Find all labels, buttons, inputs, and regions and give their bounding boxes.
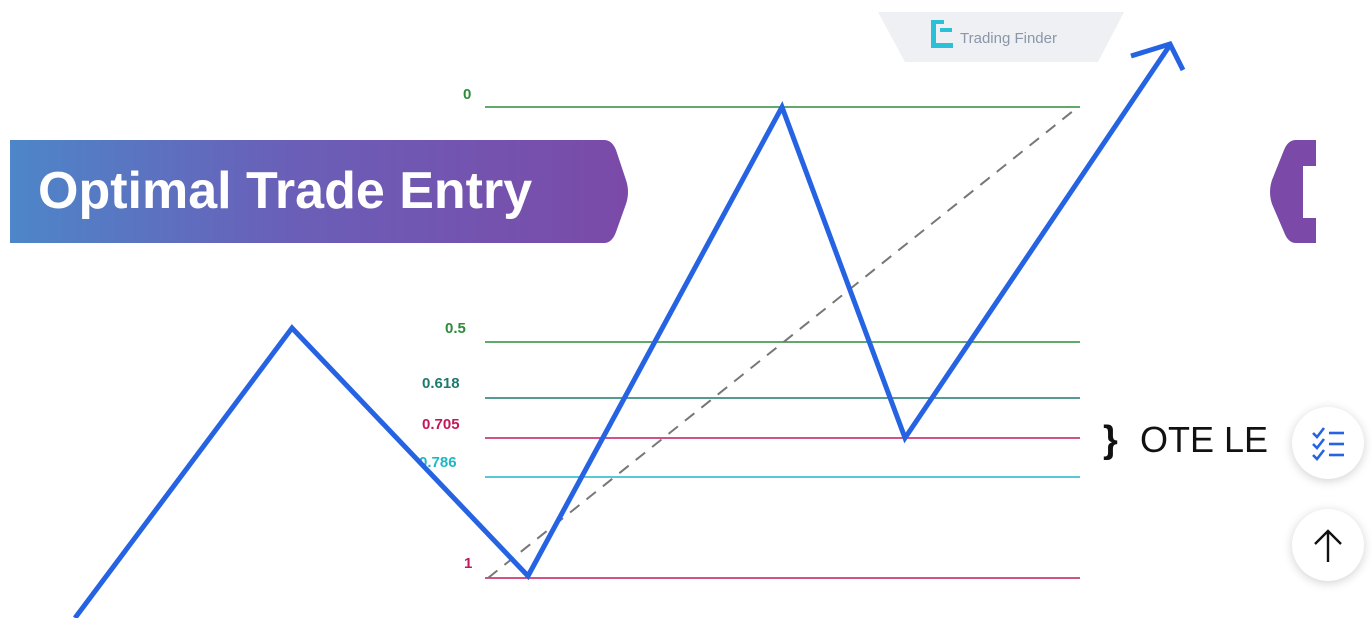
title-banner: Optimal Trade Entry <box>10 140 628 243</box>
watermark-brand: Trading Finder <box>960 30 1057 47</box>
watermark: Trading Finder <box>878 12 1124 62</box>
fib-level-0.618: 0.618 <box>422 375 1080 399</box>
fib-level-0: 0 <box>463 86 1080 108</box>
fib-label-1: 1 <box>464 555 472 572</box>
banner-title: Optimal Trade Entry <box>38 162 532 220</box>
ote-label: OTE LE <box>1140 419 1268 460</box>
price-path <box>72 43 1173 618</box>
price-arrow-head <box>1130 40 1186 72</box>
checklist-icon <box>1312 427 1344 461</box>
scroll-to-top-button[interactable] <box>1292 509 1364 581</box>
side-banner-fragment <box>1270 140 1316 243</box>
ote-annotation: } OTE LE <box>1103 419 1268 461</box>
fib-label-0.786: 0.786 <box>419 454 457 471</box>
fib-label-0.618: 0.618 <box>422 375 460 392</box>
fib-level-0.786: 0.786 <box>419 454 1080 478</box>
arrow-up-icon <box>1314 529 1342 562</box>
fib-label-0.705: 0.705 <box>422 416 460 433</box>
table-of-contents-button[interactable] <box>1292 407 1364 479</box>
fib-level-0.705: 0.705 <box>422 416 1080 439</box>
fib-level-0.5: 0.5 <box>445 320 1080 343</box>
fib-label-0: 0 <box>463 86 471 103</box>
ote-brace: } <box>1103 419 1118 461</box>
fib-level-1: 1 <box>464 555 1080 579</box>
trading-finder-logo <box>931 20 953 48</box>
fib-label-0.5: 0.5 <box>445 320 466 337</box>
